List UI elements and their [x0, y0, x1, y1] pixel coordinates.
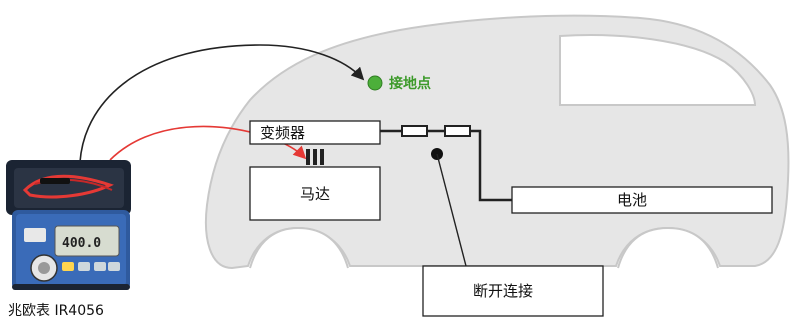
meter-display-value: 400.0 — [62, 236, 101, 251]
connector-left — [401, 125, 428, 137]
device-caption: 兆欧表 IR4056 — [8, 303, 104, 319]
disconnect-label: 断开连接 — [473, 282, 533, 300]
motor-box — [249, 166, 381, 221]
wheel-well-rear — [249, 226, 349, 269]
hv-cable — [380, 129, 512, 202]
inverter-label: 变频器 — [260, 124, 305, 142]
connector-right — [444, 125, 471, 137]
disconnect-box — [422, 265, 604, 317]
car-window — [559, 34, 757, 106]
red-test-lead — [109, 125, 307, 161]
insulation-tester-icon: 400.0 — [6, 160, 131, 290]
wheel-well-front — [617, 226, 719, 269]
black-test-lead — [79, 44, 365, 163]
motor-terminal-2 — [313, 149, 317, 165]
inverter-box — [249, 120, 381, 145]
battery-label: 电池 — [617, 191, 647, 209]
disconnect-leader-line — [436, 153, 467, 267]
motor-terminal-1 — [306, 149, 310, 165]
battery-box — [511, 186, 773, 214]
motor-terminal-3 — [320, 149, 324, 165]
ground-point-label: 接地点 — [389, 75, 431, 92]
motor-label: 马达 — [300, 185, 330, 203]
green-dot-icon — [367, 75, 383, 91]
